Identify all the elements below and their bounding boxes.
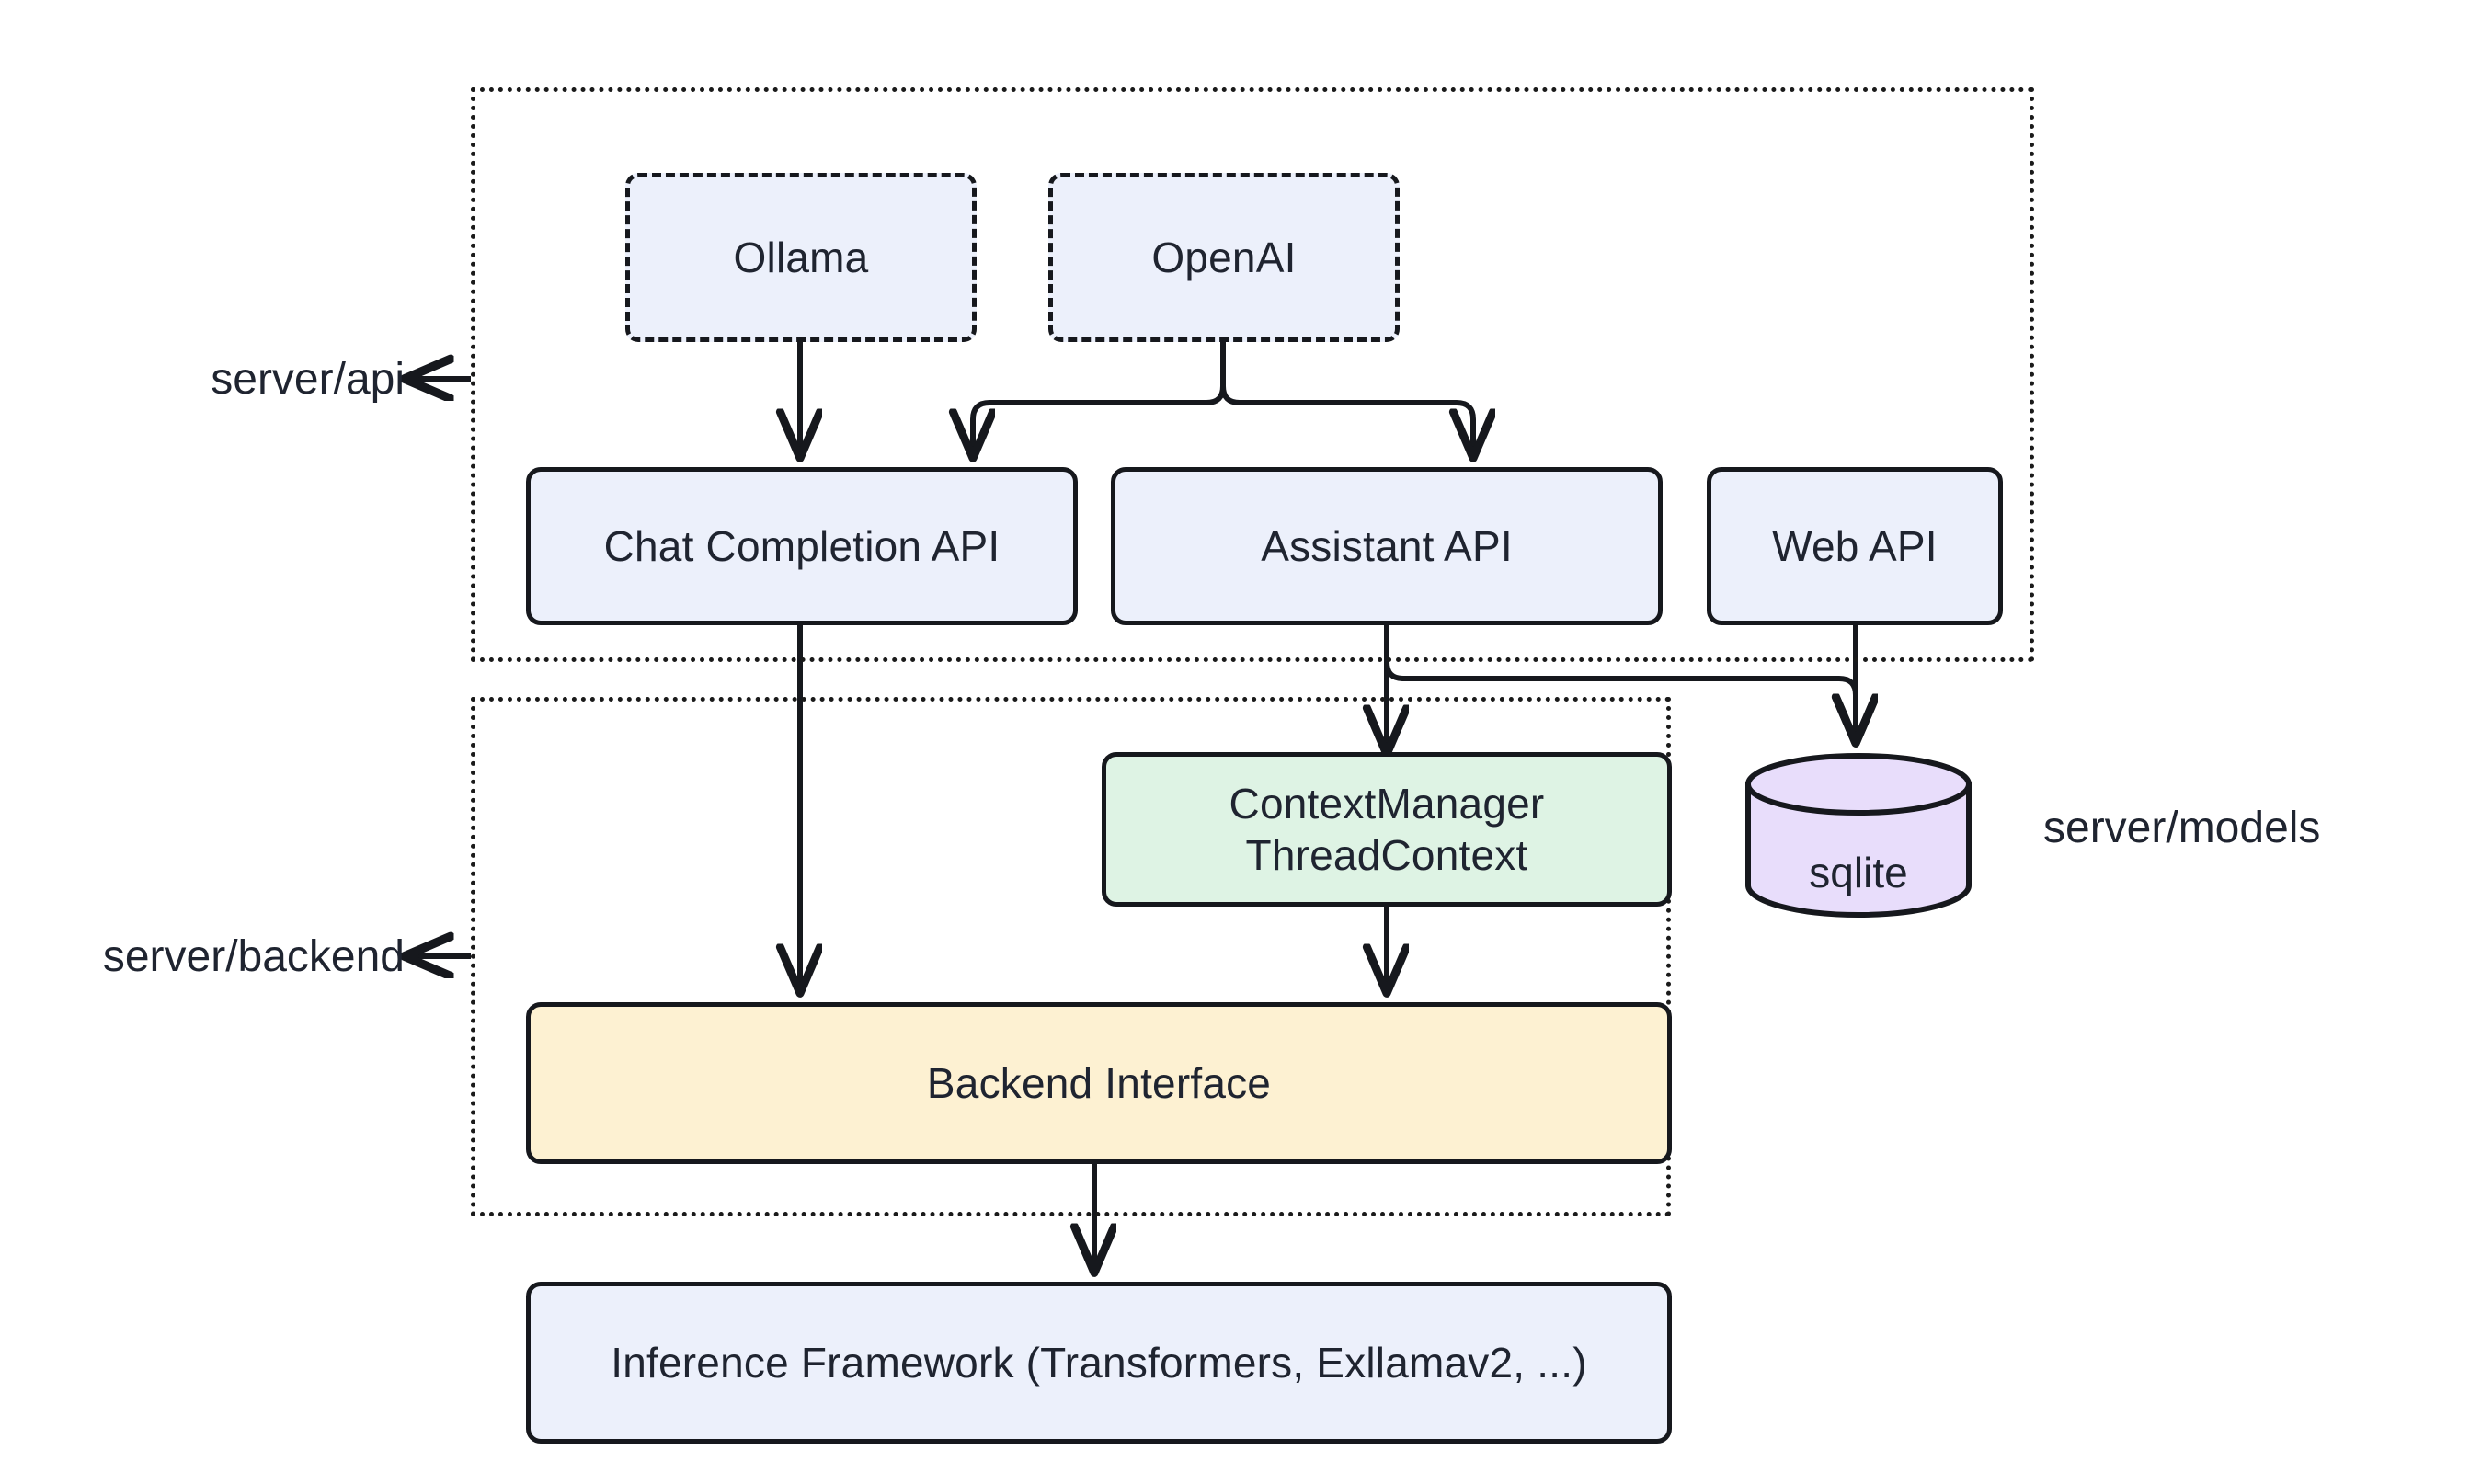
context-manager-line-2: ThreadContext: [1245, 831, 1528, 879]
group-server-backend: [471, 697, 1671, 1216]
node-backend-interface[interactable]: Backend Interface: [526, 1002, 1672, 1164]
label-server-backend: server/backend: [102, 932, 405, 981]
node-inference-framework[interactable]: Inference Framework (Transformers, Exlla…: [526, 1282, 1672, 1444]
context-manager-line-1: ContextManager: [1229, 779, 1545, 828]
node-ollama[interactable]: Ollama: [625, 173, 977, 342]
group-server-api: [471, 87, 2034, 662]
node-context-manager[interactable]: ContextManager ThreadContext: [1102, 752, 1672, 907]
sqlite-cylinder-body: [1745, 782, 1972, 918]
node-chat-completion-api[interactable]: Chat Completion API: [526, 467, 1078, 625]
node-web-api[interactable]: Web API: [1707, 467, 2003, 625]
label-server-api: server/api: [211, 355, 405, 404]
node-sqlite[interactable]: sqlite: [1744, 752, 1973, 918]
node-openai[interactable]: OpenAI: [1048, 173, 1400, 342]
sqlite-cylinder-top: [1745, 753, 1972, 816]
node-assistant-api[interactable]: Assistant API: [1111, 467, 1663, 625]
label-server-models: server/models: [2043, 804, 2321, 852]
